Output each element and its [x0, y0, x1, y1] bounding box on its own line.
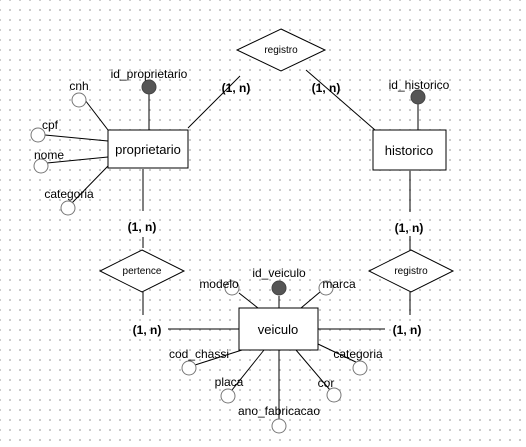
entity-historico-label: historico — [385, 143, 433, 158]
line-categoria-veiculo — [317, 343, 361, 365]
connectors — [44, 69, 419, 419]
line-categoria-proprietario — [69, 165, 109, 206]
cardinality-labels: (1, n) (1, n) (1, n) (1, n) (1, n) (1, n… — [128, 81, 424, 337]
attribute-label-id-veiculo: id_veiculo — [252, 266, 306, 280]
line-placa — [231, 349, 265, 391]
relationship-pertence[interactable]: pertence — [98, 249, 186, 293]
key-attribute-id-proprietario[interactable] — [141, 79, 157, 95]
cardinality-pertence-veiculo: (1, n) — [133, 323, 162, 337]
line-cod-chassi — [194, 349, 243, 366]
attribute-cor[interactable] — [326, 387, 342, 403]
attribute-categoria-veiculo[interactable] — [352, 360, 368, 376]
cardinality-registro-historico-lower: (1, n) — [395, 221, 424, 235]
key-attribute-id-veiculo[interactable] — [271, 280, 287, 296]
entity-historico[interactable]: historico — [372, 129, 447, 171]
line-cpf — [44, 134, 109, 142]
attribute-cnh[interactable] — [71, 92, 87, 108]
relationship-registro-right-label: registro — [394, 266, 428, 277]
entity-proprietario[interactable]: proprietario — [107, 129, 189, 169]
cardinality-registro-veiculo: (1, n) — [393, 323, 422, 337]
line-nome — [46, 156, 109, 164]
relationship-registro-top-label: registro — [264, 45, 298, 56]
attribute-label-cnh: cnh — [69, 79, 88, 93]
attribute-ano-fabricacao[interactable] — [271, 418, 287, 434]
relationship-pertence-label: pertence — [123, 266, 162, 277]
line-marca — [300, 291, 321, 309]
attribute-label-modelo: modelo — [199, 277, 239, 291]
attribute-label-nome: nome — [34, 148, 64, 162]
entity-veiculo-label: veiculo — [258, 322, 298, 337]
attribute-label-marca: marca — [322, 277, 356, 291]
relationship-registro-top[interactable]: registro — [235, 28, 327, 72]
attribute-categoria-proprietario[interactable] — [60, 200, 76, 216]
relationship-registro-right[interactable]: registro — [367, 249, 455, 293]
attribute-label-id-proprietario: id_proprietario — [111, 67, 188, 81]
attribute-label-cod-chassi: cod_chassi — [169, 347, 229, 361]
line-registro-historico — [305, 69, 376, 131]
attribute-marca[interactable] — [318, 280, 334, 296]
attribute-modelo[interactable] — [224, 280, 240, 296]
entity-veiculo[interactable]: veiculo — [238, 307, 319, 351]
line-proprietario-registro — [187, 75, 241, 129]
key-attribute-id-historico[interactable] — [410, 89, 426, 105]
attribute-label-placa: placa — [215, 375, 244, 389]
attribute-label-id-historico: id_historico — [389, 78, 450, 92]
attribute-labels: id_proprietario cnh cpf nome categoria i… — [34, 67, 450, 418]
cardinality-registro-historico: (1, n) — [312, 81, 341, 95]
attribute-cod-chassi[interactable] — [181, 360, 197, 376]
attribute-circles — [30, 79, 426, 434]
attribute-label-categoria-proprietario: categoria — [44, 187, 94, 201]
cardinality-registro-proprietario: (1, n) — [222, 81, 251, 95]
line-cor — [295, 349, 331, 391]
cardinality-pertence-proprietario: (1, n) — [128, 220, 157, 234]
entity-proprietario-label: proprietario — [115, 142, 181, 157]
attribute-label-cor: cor — [318, 376, 335, 390]
line-modelo — [238, 292, 259, 309]
attribute-nome[interactable] — [33, 158, 49, 174]
attribute-placa[interactable] — [220, 388, 236, 404]
attribute-cpf[interactable] — [30, 127, 46, 143]
attribute-label-categoria-veiculo: categoria — [333, 347, 383, 361]
attribute-label-ano-fabricacao: ano_fabricacao — [238, 404, 320, 418]
line-cnh — [84, 99, 109, 131]
attribute-label-cpf: cpf — [42, 118, 59, 132]
